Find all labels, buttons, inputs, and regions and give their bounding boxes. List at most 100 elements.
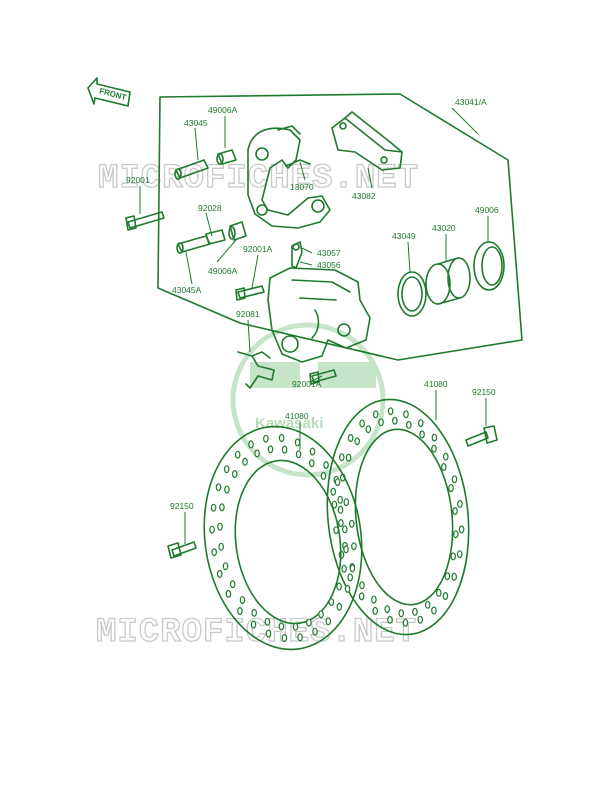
disc-hole — [343, 498, 350, 507]
disc-hole — [402, 618, 409, 627]
dust-seal — [473, 241, 505, 291]
disc-hole — [211, 548, 218, 557]
disc-hole — [219, 503, 225, 512]
disc-hole — [451, 572, 458, 581]
part-labels: 43041/A 49006A 43045 92001 13070 92028 4… — [126, 97, 499, 511]
disc-hole — [347, 573, 354, 582]
disc-hole — [458, 525, 465, 534]
disc-hole — [337, 505, 344, 514]
disc-hole — [405, 420, 412, 429]
disc-hole — [440, 463, 447, 472]
disc-hole — [349, 564, 356, 573]
disc-hole — [431, 606, 437, 615]
disc-hole — [263, 434, 269, 443]
piston — [425, 257, 471, 305]
disc-hole — [371, 595, 377, 604]
disc-hole — [337, 495, 344, 504]
label-92001A-bottom: 92001A — [292, 379, 322, 389]
label-41080-right: 41080 — [424, 379, 448, 389]
disc-hole — [222, 562, 229, 571]
label-43057: 43057 — [317, 248, 341, 258]
disc-hole — [431, 444, 437, 453]
disc-hole — [354, 437, 361, 446]
disc-hole — [419, 430, 425, 439]
assembly-boundary — [157, 93, 523, 361]
disc-hole — [365, 425, 372, 434]
disc-hole — [417, 419, 424, 428]
label-92150-left: 92150 — [170, 501, 194, 511]
disc-hole — [384, 605, 391, 614]
disc-hole — [336, 582, 342, 591]
disc-hole — [292, 622, 299, 631]
disc-hole — [417, 615, 424, 624]
disc-hole — [391, 416, 398, 425]
disc-hole — [338, 453, 345, 462]
logo-text: Kawasaki — [255, 415, 323, 432]
disc-hole — [412, 607, 418, 616]
brake-disc-right — [326, 398, 470, 636]
disc-hole — [442, 591, 449, 600]
disc-hole — [306, 618, 312, 627]
disc-hole — [387, 615, 393, 624]
disc-hole — [218, 542, 225, 551]
bush-49006A-top — [216, 149, 237, 165]
disc-hole — [251, 608, 258, 617]
watermark-top: MICROFICHES.NET — [98, 160, 419, 198]
disc-hole — [209, 525, 215, 534]
disc-hole — [231, 470, 238, 479]
disc-hole — [457, 499, 463, 508]
disc-hole — [341, 564, 347, 573]
label-49006A-top: 49006A — [208, 105, 238, 115]
disc-hole — [378, 418, 384, 427]
disc-hole — [320, 471, 327, 480]
disc-hole — [223, 465, 230, 474]
disc-hole — [456, 550, 463, 559]
disc-hole — [264, 617, 271, 626]
disc-hole — [297, 633, 303, 642]
disc-hole — [294, 438, 301, 447]
disc-hole — [372, 606, 379, 615]
bolt-92001A-top — [235, 285, 265, 301]
caliper-bracket — [247, 125, 331, 229]
disc-hole — [281, 445, 288, 454]
disc-hole — [344, 584, 351, 593]
bush-92028 — [205, 229, 226, 245]
disc-hole — [237, 606, 243, 615]
disc-hole — [308, 459, 315, 468]
disc-hole — [424, 600, 431, 609]
bush-49006A-bottom — [228, 221, 247, 241]
disc-hole — [359, 581, 365, 590]
label-43020: 43020 — [432, 223, 456, 233]
pin-43045A — [176, 235, 211, 254]
brake-disc-left — [203, 425, 363, 651]
disc-hole — [216, 569, 223, 578]
watermark-bottom: MICROFICHES.NET — [96, 614, 417, 652]
disc-hole — [452, 530, 459, 539]
disc-hole — [444, 572, 451, 581]
disc-hole — [328, 597, 335, 606]
label-92001: 92001 — [126, 175, 150, 185]
disc-hole — [239, 596, 246, 605]
label-43045A: 43045A — [172, 285, 202, 295]
disc-hole — [250, 620, 257, 629]
label-92150-right: 92150 — [472, 387, 496, 397]
disc-hole — [452, 507, 458, 516]
disc-hole — [341, 525, 348, 534]
disc-hole — [215, 483, 222, 492]
disc-hole — [248, 440, 254, 449]
disc-hole — [323, 461, 329, 470]
disc-hole — [431, 433, 438, 442]
label-49006: 49006 — [475, 205, 499, 215]
disc-hole — [451, 475, 458, 484]
label-43082: 43082 — [352, 191, 376, 201]
disc-hole — [318, 610, 324, 619]
disc-hole — [229, 580, 236, 589]
label-92081: 92081 — [236, 309, 260, 319]
label-43045: 43045 — [184, 118, 208, 128]
disc-hole — [345, 453, 352, 462]
disc-bolt-left — [167, 541, 197, 559]
disc-hole — [278, 622, 285, 631]
caliper-body — [267, 267, 371, 363]
disc-hole — [398, 609, 405, 618]
